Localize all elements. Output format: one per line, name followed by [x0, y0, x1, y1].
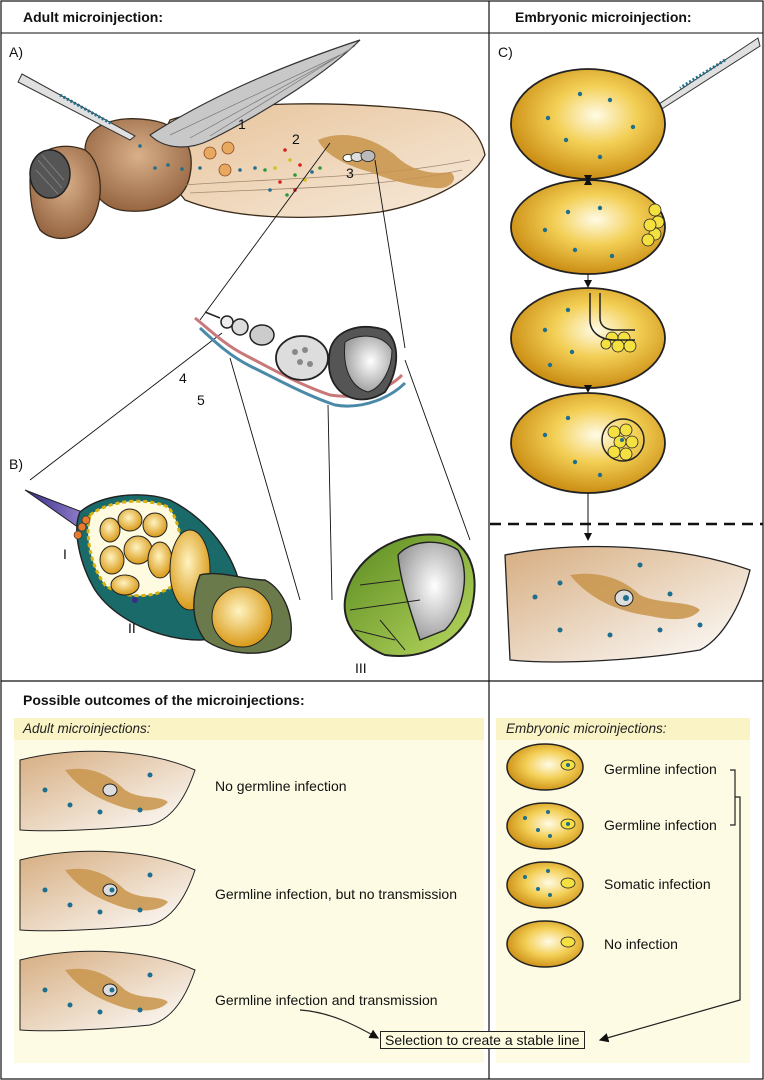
- embryonic-outcome-2: Germline infection: [604, 817, 717, 833]
- fly-illustration: [29, 39, 486, 239]
- panel-label-b: B): [9, 456, 23, 472]
- zoom-line: [327, 404, 333, 601]
- adult-microinjection-header: Adult microinjection:: [23, 9, 163, 25]
- stage-iii-egg: [343, 533, 476, 657]
- selection-connectors: [299, 769, 741, 1043]
- egg-chamber-detail: [24, 489, 292, 654]
- adult-outcome-2: Germline infection, but no transmission: [215, 886, 457, 902]
- label-roman-ii: II: [128, 620, 136, 636]
- zoom-line: [29, 332, 223, 481]
- adult-outcome-3: Germline infection and transmission: [215, 992, 438, 1008]
- label-2: 2: [292, 131, 300, 147]
- embryonic-outcome-4: No infection: [604, 936, 678, 952]
- zoom-line: [374, 159, 406, 349]
- adult-outcomes-title-bar: [14, 718, 484, 740]
- label-3: 3: [346, 165, 354, 181]
- selection-stable-line-box: Selection to create a stable line: [380, 1031, 585, 1049]
- label-5: 5: [197, 392, 205, 408]
- adult-outcome-slices: [19, 750, 196, 1032]
- label-roman-i: I: [63, 546, 67, 562]
- zoom-line: [404, 359, 471, 541]
- label-1: 1: [238, 116, 246, 132]
- embryonic-outcome-eggs: [506, 743, 584, 968]
- label-roman-iii: III: [355, 660, 367, 676]
- zoom-line: [199, 142, 331, 321]
- embryonic-outcomes-title-bar: [496, 718, 750, 740]
- injection-needle-embryo: [649, 37, 761, 115]
- ovariole-detail: [194, 311, 407, 408]
- injection-needle-adult: [17, 73, 136, 141]
- embryonic-outcome-1: Germline infection: [604, 761, 717, 777]
- label-4: 4: [179, 370, 187, 386]
- panel-label-a: A): [9, 44, 23, 60]
- embryonic-outcome-3: Somatic infection: [604, 876, 711, 892]
- panel-label-c: C): [498, 44, 513, 60]
- embryo-series: [510, 68, 666, 541]
- adult-outcome-1: No germline infection: [215, 778, 347, 794]
- embryonic-microinjection-header: Embryonic microinjection:: [515, 9, 692, 25]
- embryonic-outcomes-title: Embryonic microinjections:: [506, 721, 667, 736]
- zoom-line: [229, 357, 301, 601]
- adult-outcomes-title: Adult microinjections:: [23, 721, 151, 736]
- adult-abdomen-slice-embryo: [504, 545, 751, 663]
- outcomes-header: Possible outcomes of the microinjections…: [23, 692, 305, 708]
- hemocyte-cells: [203, 141, 235, 177]
